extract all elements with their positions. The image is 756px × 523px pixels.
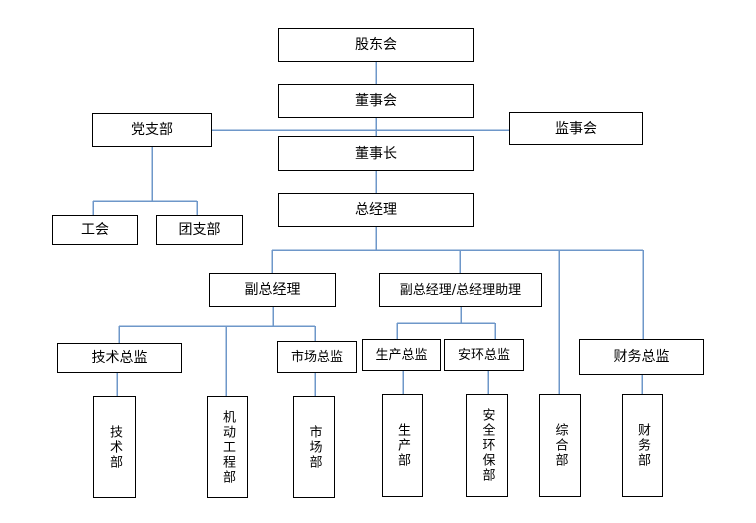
node-general-affairs-dept: 综合部 [539, 394, 581, 497]
node-production-dept: 生产部 [382, 394, 423, 497]
node-youth-league-branch: 团支部 [156, 215, 243, 245]
node-chairman: 董事长 [278, 136, 474, 171]
node-marketing-director: 市场总监 [277, 341, 357, 373]
node-marketing-dept: 市场部 [293, 396, 335, 498]
node-deputy-gm-gm-assistant: 副总经理/总经理助理 [379, 273, 542, 307]
node-technical-director: 技术总监 [57, 343, 182, 373]
node-finance-dept: 财务部 [622, 394, 663, 497]
node-deputy-general-manager: 副总经理 [209, 273, 336, 307]
node-safety-env-protection-dept: 安全环保部 [466, 394, 508, 497]
node-board-of-directors: 董事会 [278, 84, 474, 118]
node-production-director: 生产总监 [362, 339, 441, 371]
node-general-manager: 总经理 [278, 193, 474, 227]
node-shareholders-meeting: 股东会 [278, 28, 474, 62]
node-party-branch: 党支部 [92, 113, 212, 147]
node-safety-env-director: 安环总监 [444, 339, 524, 371]
node-mechanical-engineering-dept: 机动工程部 [207, 396, 248, 498]
node-supervisory-board: 监事会 [509, 112, 643, 145]
node-technical-dept: 技术部 [93, 396, 136, 498]
node-finance-director: 财务总监 [579, 339, 704, 375]
node-labor-union: 工会 [52, 215, 138, 245]
